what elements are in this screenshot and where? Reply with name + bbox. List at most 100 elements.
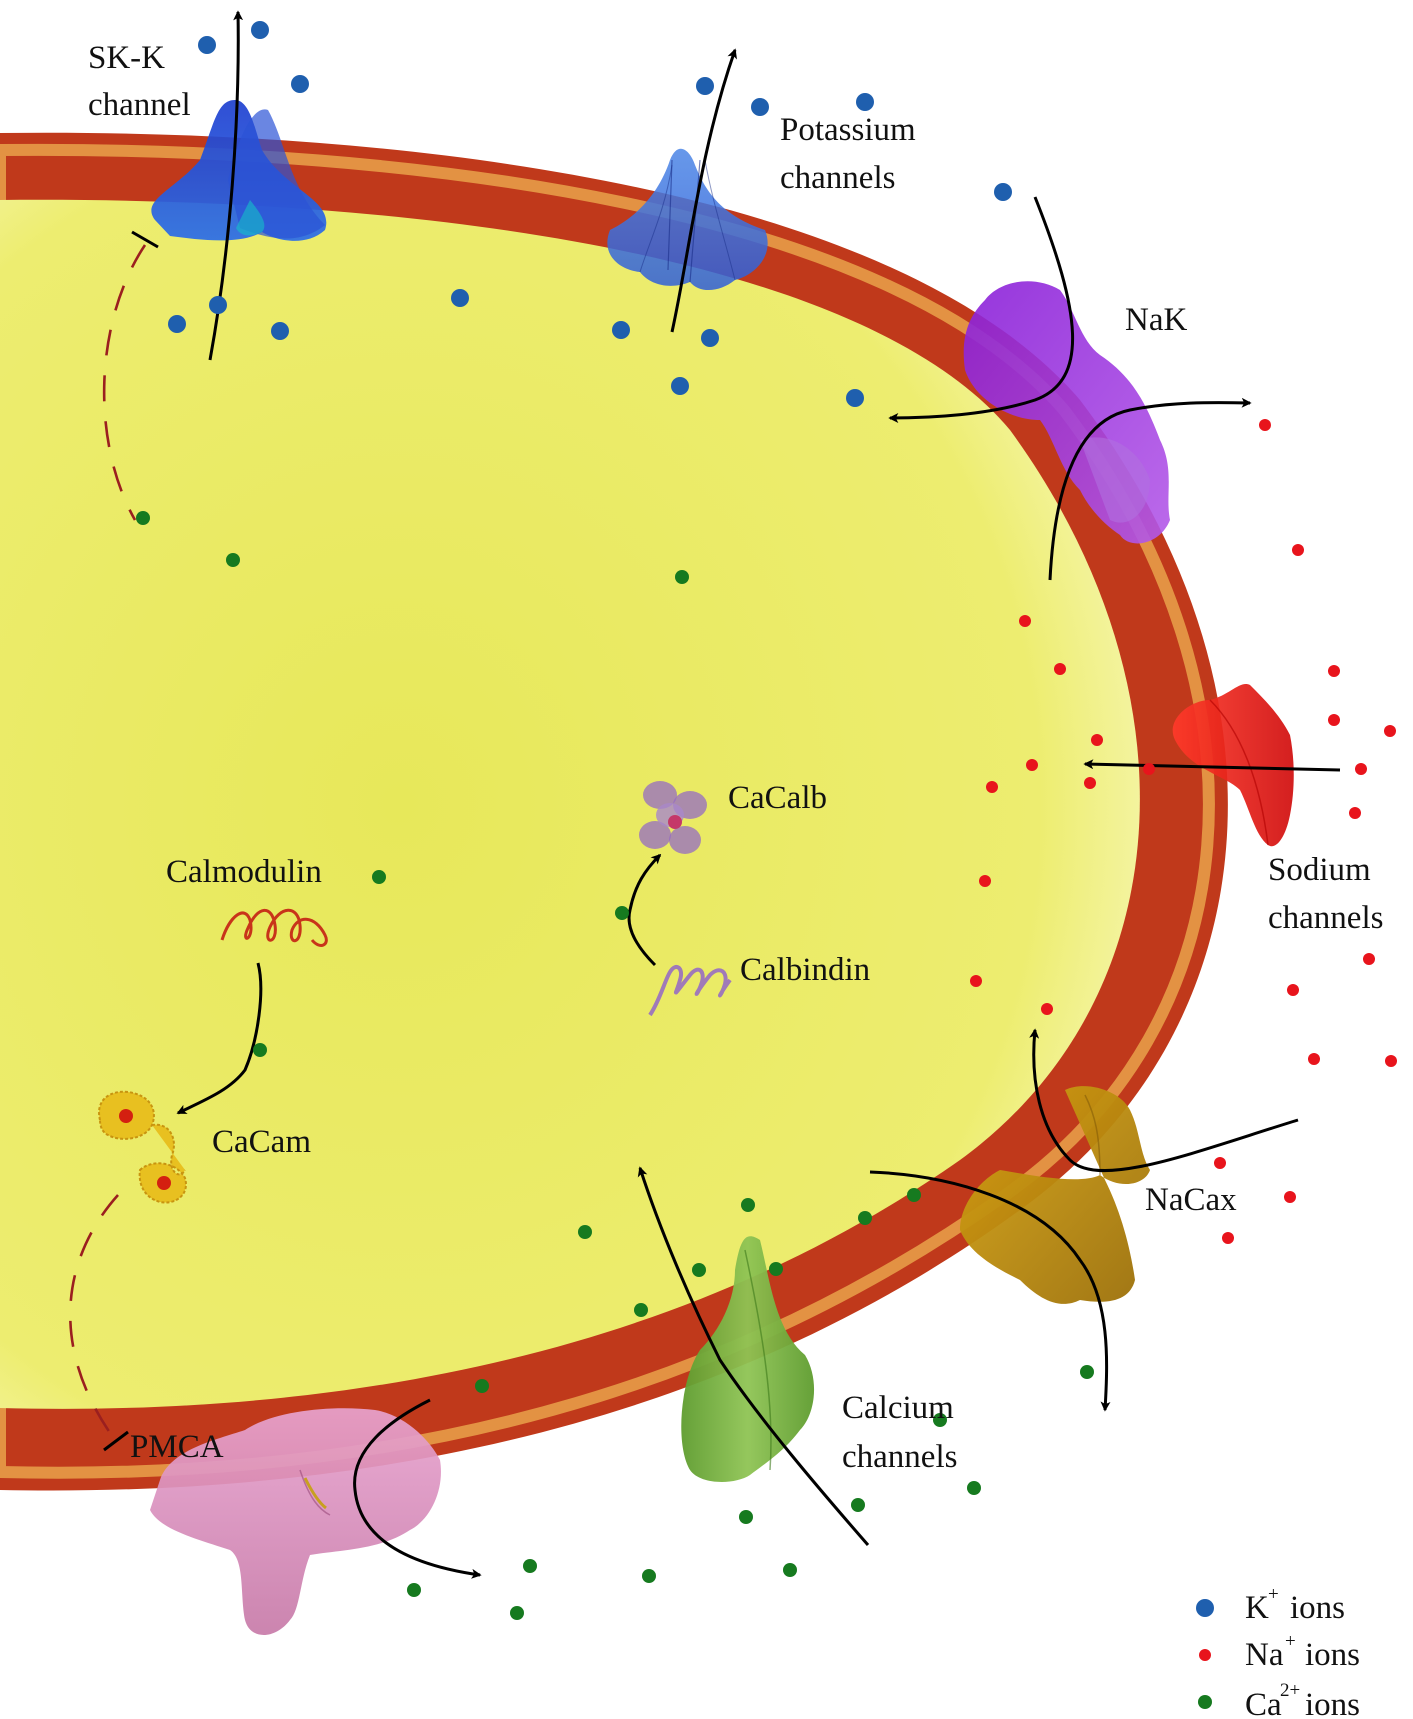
k-ion-dot bbox=[856, 93, 874, 111]
flux-arrow bbox=[176, 962, 263, 1115]
ca-ion-dot bbox=[523, 1559, 537, 1573]
flux-arrow bbox=[637, 1166, 870, 1546]
ca-ion-dot bbox=[851, 1498, 865, 1512]
nak-pump bbox=[963, 281, 1170, 544]
sodium-label-line2: channels bbox=[1268, 900, 1383, 936]
na-ion-dot bbox=[1222, 1232, 1234, 1244]
membrane-core bbox=[0, 143, 1215, 1479]
na-ion-dot bbox=[1054, 663, 1066, 675]
legend-na-ion: Na bbox=[1245, 1637, 1284, 1673]
legend-ca-swatch bbox=[1198, 1695, 1212, 1709]
na-ion-dot bbox=[1259, 419, 1271, 431]
ca-ion-dot bbox=[253, 1043, 267, 1057]
nacax-exchanger bbox=[960, 1086, 1150, 1304]
cacalb-label: CaCalb bbox=[728, 780, 827, 816]
k-ion-dot bbox=[696, 77, 714, 95]
legend-na-suffix: ions bbox=[1305, 1637, 1360, 1673]
na-ion-dot bbox=[1019, 615, 1031, 627]
k-ion-dot bbox=[846, 389, 864, 407]
k-ion-dot bbox=[271, 322, 289, 340]
sk-k-label-line2: channel bbox=[88, 87, 191, 123]
legend-k-swatch bbox=[1196, 1599, 1214, 1617]
legend-na-swatch bbox=[1199, 1649, 1211, 1661]
legend-k-charge: + bbox=[1268, 1584, 1279, 1605]
calcium-label-line1: Calcium bbox=[842, 1390, 954, 1426]
ca-ion-dot bbox=[933, 1413, 947, 1427]
calmodulin-label: Calmodulin bbox=[166, 854, 322, 890]
na-ion-dot bbox=[1041, 1003, 1053, 1015]
legend: K + ions Na + ions Ca 2+ ions bbox=[1196, 1584, 1360, 1719]
pmca-pump bbox=[150, 1408, 441, 1635]
k-ion-dot bbox=[701, 329, 719, 347]
sk-k-channel bbox=[151, 100, 327, 241]
inhibition-link-pmca bbox=[68, 1194, 129, 1452]
na-ion-dot bbox=[1091, 734, 1103, 746]
cacalb-complex bbox=[639, 781, 707, 854]
na-ion-dot bbox=[1363, 953, 1375, 965]
ca-ion-dot bbox=[907, 1188, 921, 1202]
ca-ion-dot bbox=[1080, 1365, 1094, 1379]
flux-arrow bbox=[627, 853, 662, 967]
k-ion-dot bbox=[671, 377, 689, 395]
na-ion-dot bbox=[1384, 725, 1396, 737]
potassium-label-line1: Potassium bbox=[780, 112, 916, 148]
sk-k-label-line1: SK-K bbox=[88, 40, 165, 76]
k-ion-dot bbox=[612, 321, 630, 339]
na-ion-dot bbox=[1026, 759, 1038, 771]
legend-k-ion: K bbox=[1245, 1590, 1269, 1626]
flux-arrows bbox=[176, 10, 1341, 1579]
sodium-channel bbox=[1172, 683, 1294, 847]
ca-ion-dot bbox=[675, 570, 689, 584]
na-ion-dot bbox=[970, 975, 982, 987]
flux-arrow bbox=[1048, 397, 1252, 581]
na-ion-dot bbox=[1328, 665, 1340, 677]
calbindin-protein bbox=[648, 965, 732, 1017]
na-ion-dot bbox=[1328, 714, 1340, 726]
k-ion-dot bbox=[994, 183, 1012, 201]
nak-label: NaK bbox=[1125, 302, 1187, 338]
ca-ion-dot bbox=[967, 1481, 981, 1495]
inhibition-link-sk bbox=[102, 230, 159, 521]
k-ion-dot bbox=[209, 296, 227, 314]
na-ion-dot bbox=[986, 781, 998, 793]
na-ion-dot bbox=[1214, 1157, 1226, 1169]
na-ion-dot bbox=[1385, 1055, 1397, 1067]
flux-arrow bbox=[888, 196, 1074, 423]
k-ion-dot bbox=[168, 315, 186, 333]
ca-ion-dot bbox=[741, 1198, 755, 1212]
ca-ion-dot bbox=[475, 1379, 489, 1393]
legend-ca-charge: 2+ bbox=[1280, 1680, 1300, 1701]
ca-ion-dot bbox=[615, 906, 629, 920]
calcium-label-line2: channels bbox=[842, 1439, 957, 1475]
na-ion-dot bbox=[1292, 544, 1304, 556]
flux-arrow bbox=[353, 1398, 482, 1579]
ca-ion-dot bbox=[739, 1510, 753, 1524]
ion-dots bbox=[136, 21, 1397, 1620]
calcium-channel bbox=[681, 1236, 815, 1482]
legend-na-charge: + bbox=[1285, 1631, 1296, 1652]
cytoplasm bbox=[0, 199, 1140, 1409]
ca-ion-dot bbox=[136, 511, 150, 525]
flux-arrow bbox=[670, 48, 737, 333]
flux-arrow bbox=[869, 1170, 1111, 1412]
cacam-label: CaCam bbox=[212, 1124, 311, 1160]
ca-ion-dot bbox=[769, 1262, 783, 1276]
na-ion-dot bbox=[1284, 1191, 1296, 1203]
flux-arrow bbox=[208, 10, 244, 361]
na-ion-dot bbox=[1287, 984, 1299, 996]
k-ion-dot bbox=[291, 75, 309, 93]
ca-ion-dot bbox=[407, 1583, 421, 1597]
na-ion-dot bbox=[979, 875, 991, 887]
legend-k-suffix: ions bbox=[1290, 1590, 1345, 1626]
k-ion-dot bbox=[751, 98, 769, 116]
ca-ion-dot bbox=[692, 1263, 706, 1277]
k-ion-dot bbox=[198, 36, 216, 54]
sodium-label-line1: Sodium bbox=[1268, 852, 1371, 888]
ca-ion-dot bbox=[634, 1303, 648, 1317]
na-ion-dot bbox=[1308, 1053, 1320, 1065]
ca-ion-dot bbox=[578, 1225, 592, 1239]
na-ion-dot bbox=[1355, 763, 1367, 775]
na-ion-dot bbox=[1084, 777, 1096, 789]
calmodulin-protein bbox=[220, 908, 328, 947]
pmca-label: PMCA bbox=[130, 1429, 224, 1465]
